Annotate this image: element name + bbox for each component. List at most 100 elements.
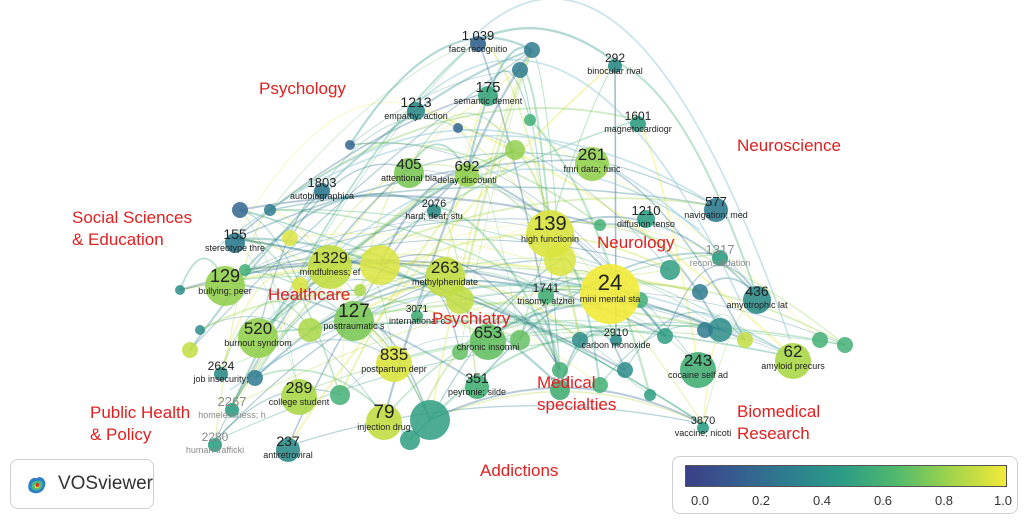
minor-cluster-node[interactable] xyxy=(592,377,608,393)
minor-cluster-node[interactable] xyxy=(692,284,708,300)
minor-cluster-node[interactable] xyxy=(330,385,350,405)
minor-cluster-node[interactable] xyxy=(282,230,298,246)
minor-cluster-node[interactable] xyxy=(247,370,263,386)
minor-cluster-node[interactable] xyxy=(292,277,308,293)
cluster-node[interactable] xyxy=(208,438,222,452)
minor-cluster-node[interactable] xyxy=(837,337,853,353)
minor-cluster-node[interactable] xyxy=(510,330,530,350)
minor-cluster-node[interactable] xyxy=(410,400,450,440)
cluster-node[interactable] xyxy=(637,210,655,228)
cluster-node[interactable] xyxy=(225,403,239,417)
cluster-node[interactable] xyxy=(238,318,278,358)
cluster-label: reconsolidation xyxy=(690,258,751,268)
cluster-node[interactable] xyxy=(743,286,771,314)
vosviewer-logo[interactable]: VOSviewer xyxy=(10,459,154,509)
minor-cluster-node[interactable] xyxy=(264,204,276,216)
minor-cluster-node[interactable] xyxy=(660,260,680,280)
cluster-node[interactable] xyxy=(376,346,412,382)
cluster-node[interactable] xyxy=(610,334,622,346)
cluster-node[interactable] xyxy=(334,301,374,341)
cluster-node[interactable] xyxy=(465,375,489,399)
minor-cluster-node[interactable] xyxy=(697,322,713,338)
category-psychology: Psychology xyxy=(259,79,346,98)
minor-cluster-node[interactable] xyxy=(617,362,633,378)
cluster-node[interactable] xyxy=(538,288,554,304)
network-edge xyxy=(457,127,521,341)
network-edge xyxy=(299,129,761,296)
cluster-node[interactable] xyxy=(366,404,402,440)
cluster-node[interactable] xyxy=(427,204,441,218)
cluster-node[interactable] xyxy=(575,147,609,181)
cluster-number: 1329 xyxy=(312,250,348,267)
scale-tick: 0.8 xyxy=(934,493,954,508)
cluster-node[interactable] xyxy=(470,36,486,52)
minor-cluster-node[interactable] xyxy=(453,123,463,133)
cluster-node[interactable] xyxy=(704,198,728,222)
cluster-node[interactable] xyxy=(205,266,245,306)
cluster-node[interactable] xyxy=(308,245,352,289)
cluster-number: 139 xyxy=(533,213,566,235)
minor-cluster-node[interactable] xyxy=(239,264,251,276)
scale-tick: 0.4 xyxy=(812,493,832,508)
cluster-node[interactable] xyxy=(580,264,640,324)
minor-cluster-node[interactable] xyxy=(505,140,525,160)
cluster-label: college student xyxy=(269,397,330,407)
cluster-node[interactable] xyxy=(394,158,424,188)
color-scale-bar xyxy=(685,465,1007,487)
network-edge xyxy=(220,274,301,371)
minor-cluster-node[interactable] xyxy=(524,42,540,58)
minor-cluster-node[interactable] xyxy=(182,342,198,358)
cluster-node[interactable] xyxy=(225,233,245,253)
cluster-number: 289 xyxy=(286,380,313,397)
network-edge xyxy=(287,61,616,447)
cluster-number: 155 xyxy=(223,226,247,242)
minor-cluster-node[interactable] xyxy=(512,62,528,78)
minor-cluster-node[interactable] xyxy=(298,318,322,342)
minor-cluster-node[interactable] xyxy=(400,430,420,450)
network-edge xyxy=(353,281,581,341)
cluster-node[interactable] xyxy=(407,102,425,120)
minor-cluster-node[interactable] xyxy=(552,362,568,378)
category-healthcare: Healthcare xyxy=(268,285,350,304)
cluster-node[interactable] xyxy=(608,59,622,73)
cluster-node[interactable] xyxy=(411,310,423,322)
minor-cluster-node[interactable] xyxy=(232,202,248,218)
minor-cluster-node[interactable] xyxy=(594,219,606,231)
cluster-label: diffusion tenso xyxy=(617,219,675,229)
minor-cluster-node[interactable] xyxy=(708,318,732,342)
cluster-node[interactable] xyxy=(526,210,574,258)
minor-cluster-node[interactable] xyxy=(345,140,355,150)
minor-cluster-node[interactable] xyxy=(524,114,536,126)
minor-cluster-node[interactable] xyxy=(812,332,828,348)
cluster-node[interactable] xyxy=(470,324,506,360)
cluster-label: autobiographica xyxy=(290,191,354,201)
cluster-node[interactable] xyxy=(775,343,811,379)
category-addictions: Addictions xyxy=(480,461,558,480)
cluster-node[interactable] xyxy=(281,379,317,415)
minor-cluster-node[interactable] xyxy=(175,285,185,295)
cluster-node[interactable] xyxy=(697,422,709,434)
cluster-node[interactable] xyxy=(478,86,498,106)
cluster-node[interactable] xyxy=(214,367,228,381)
cluster-node[interactable] xyxy=(276,438,300,462)
cluster-label: magnetocardiogr xyxy=(604,124,672,134)
minor-cluster-node[interactable] xyxy=(657,328,673,344)
network-edge xyxy=(409,59,741,301)
minor-cluster-node[interactable] xyxy=(360,245,400,285)
minor-cluster-node[interactable] xyxy=(644,389,656,401)
minor-cluster-node[interactable] xyxy=(354,284,366,296)
cluster-label: amyotrophic lat xyxy=(726,300,788,310)
minor-cluster-node[interactable] xyxy=(195,325,205,335)
cluster-node[interactable] xyxy=(712,250,728,266)
minor-cluster-node[interactable] xyxy=(452,344,468,360)
network-edge xyxy=(529,119,652,396)
cluster-node[interactable] xyxy=(680,352,716,388)
minor-cluster-node[interactable] xyxy=(737,332,753,348)
cluster-node[interactable] xyxy=(314,183,330,199)
cluster-node[interactable] xyxy=(455,163,479,187)
cluster-node[interactable] xyxy=(630,116,646,132)
cluster-node[interactable] xyxy=(425,257,465,297)
minor-cluster-node[interactable] xyxy=(572,332,588,348)
cluster-node[interactable] xyxy=(550,380,570,400)
cluster-label: high functionin xyxy=(521,234,579,244)
